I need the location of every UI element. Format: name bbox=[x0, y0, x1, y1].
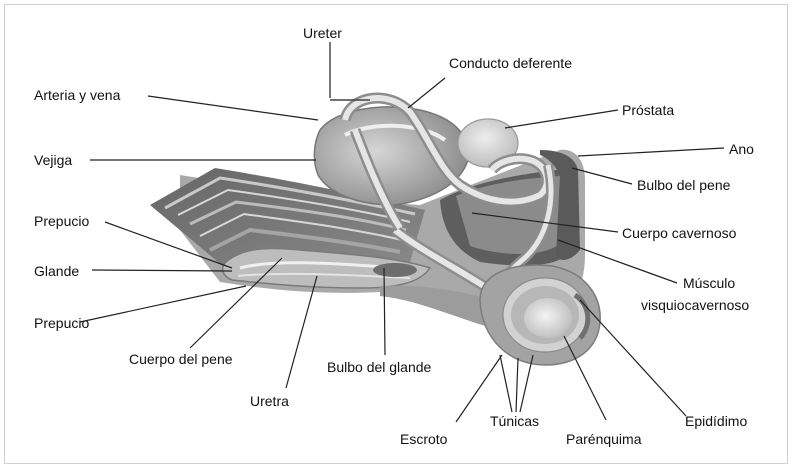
label-bulbo-pene: Bulbo del pene bbox=[637, 176, 730, 194]
label-uretra: Uretra bbox=[250, 392, 289, 410]
leader-prepucio-bottom bbox=[80, 286, 246, 322]
label-ano: Ano bbox=[729, 140, 754, 158]
label-ureter: Ureter bbox=[303, 24, 342, 42]
bladder-shape bbox=[314, 107, 468, 205]
label-arteria-vena: Arteria y vena bbox=[34, 86, 120, 104]
label-prostata: Próstata bbox=[622, 101, 674, 119]
testis-parenchyma-shape bbox=[524, 298, 572, 338]
label-visquiocavernoso: visquiocavernoso bbox=[641, 296, 749, 314]
leader-uretra bbox=[286, 276, 317, 388]
label-prepucio-top: Prepucio bbox=[34, 212, 89, 230]
label-vejiga: Vejiga bbox=[34, 151, 72, 169]
label-bulbo-glande: Bulbo del glande bbox=[327, 358, 431, 376]
leader-tunicas-1 bbox=[500, 355, 512, 412]
scrotum-shape bbox=[480, 265, 600, 365]
bulbo-glande-shape bbox=[373, 263, 417, 277]
label-cuerpo-cavernoso: Cuerpo cavernoso bbox=[622, 224, 736, 242]
leader-tunicas-3 bbox=[520, 355, 533, 412]
label-prepucio-bottom: Prepucio bbox=[34, 314, 89, 332]
label-epididimo: Epidídimo bbox=[685, 412, 747, 430]
leader-ano bbox=[578, 148, 724, 156]
label-escroto: Escroto bbox=[400, 430, 447, 448]
leader-conducto-deferente bbox=[408, 78, 445, 108]
leader-prostata bbox=[505, 110, 618, 128]
leader-tunicas-2 bbox=[516, 358, 518, 412]
label-cuerpo-pene: Cuerpo del pene bbox=[129, 350, 233, 368]
label-musculo: Músculo bbox=[683, 274, 735, 292]
label-conducto-deferente: Conducto deferente bbox=[449, 54, 572, 72]
label-tunicas: Túnicas bbox=[490, 412, 539, 430]
label-glande: Glande bbox=[34, 262, 79, 280]
label-parenquima: Parénquima bbox=[566, 430, 642, 448]
leader-arteria-vena bbox=[148, 96, 318, 120]
